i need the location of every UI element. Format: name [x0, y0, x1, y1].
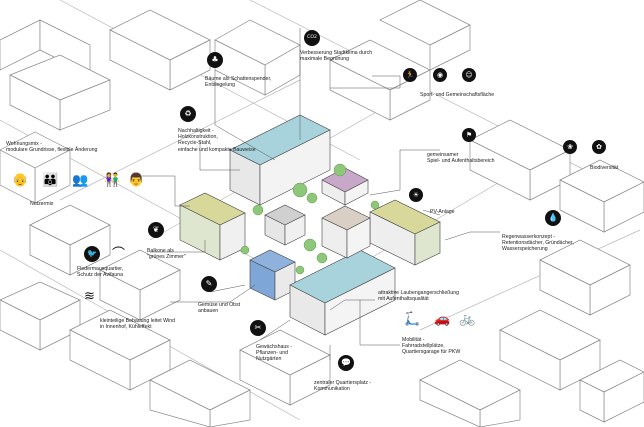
leader-lines — [140, 28, 500, 360]
label-mobility: Mobilität - Fahrradstellplätze, Quartier… — [402, 337, 461, 356]
running-icon: 🏃 — [403, 68, 417, 82]
garden-icon: ✎ — [201, 276, 217, 292]
label-pv: PV-Anlage — [430, 209, 455, 215]
label-shared-area: gemeinsamer Spiel- und Aufenthaltsbereic… — [427, 152, 495, 165]
water-drop-icon: 💧 — [545, 210, 561, 226]
chat-icon: 💬 — [338, 355, 354, 371]
ladybug-icon: ✿ — [592, 140, 606, 154]
label-gallery: attraktive Laubengangerschließung mit Au… — [378, 290, 460, 303]
label-user-mix: Nutzermix — [30, 201, 54, 207]
couple-icon: 👫 — [104, 173, 121, 188]
label-bats: Fledermausquartier, Schutz der Avifauna — [77, 266, 124, 279]
recycle-icon: ♻ — [180, 106, 196, 122]
solar-panel-icon: ☀ — [409, 188, 423, 202]
label-housing-mix: Wohnungsmix - modulare Grundrisse, flexi… — [6, 141, 98, 154]
group-icon: 👥 — [72, 173, 89, 188]
label-co2: Verbesserung Stadtklima durch maximale B… — [300, 50, 373, 63]
greenhouse-icon: ✂ — [250, 320, 266, 336]
label-sustainability: Nachhaltigkeit - Holzkonstruktion, Recyc… — [178, 128, 256, 153]
label-sport: Sport- und Gemeinschaftsfläche — [420, 92, 495, 98]
label-plaza: zentraler Quartiersplatz - Kommunikation — [314, 380, 372, 393]
tree-icon: ♣ — [207, 52, 223, 68]
label-biodiversity: Biodiversität — [590, 165, 619, 171]
label-trees: Bäume als Schattenspender, Entsiegelung — [205, 76, 272, 89]
label-wind: kleinteilige Bebauung leitet Wind in Inn… — [100, 318, 175, 331]
scooter-icon: 🛴 — [404, 312, 421, 327]
bicycle-icon: 🚲 — [459, 312, 476, 327]
co2-icon: CO2 — [304, 30, 320, 46]
tulip-icon: ❀ — [563, 140, 577, 154]
balcony-plant-icon: ❦ — [148, 222, 164, 238]
label-rainwater: Regenwasserkonzept - Retentionsdächer, G… — [502, 234, 574, 253]
volleyball-icon: ◉ — [433, 68, 447, 82]
label-balcony: Balkone als "grünes Zimmer" — [147, 248, 186, 261]
wind-icon: ≋ — [84, 289, 95, 304]
climbing-icon: ⚑ — [462, 128, 476, 142]
yoga-icon: ☺ — [462, 68, 476, 82]
bird-icon: 🐦 — [84, 246, 100, 262]
elderly-person-icon: 👴 — [12, 173, 29, 188]
car-icon: 🚗 — [434, 312, 451, 327]
trees — [240, 163, 380, 275]
label-greenhouse: Gewächshaus - Pflanzen- und Nutzgärten — [256, 344, 293, 363]
family-icon: 👪 — [42, 173, 59, 188]
bat-icon: ⌒ — [112, 247, 126, 262]
parent-child-icon: 👨 — [128, 173, 145, 188]
label-garden: Gemüse und Obst anbauen — [198, 302, 241, 315]
